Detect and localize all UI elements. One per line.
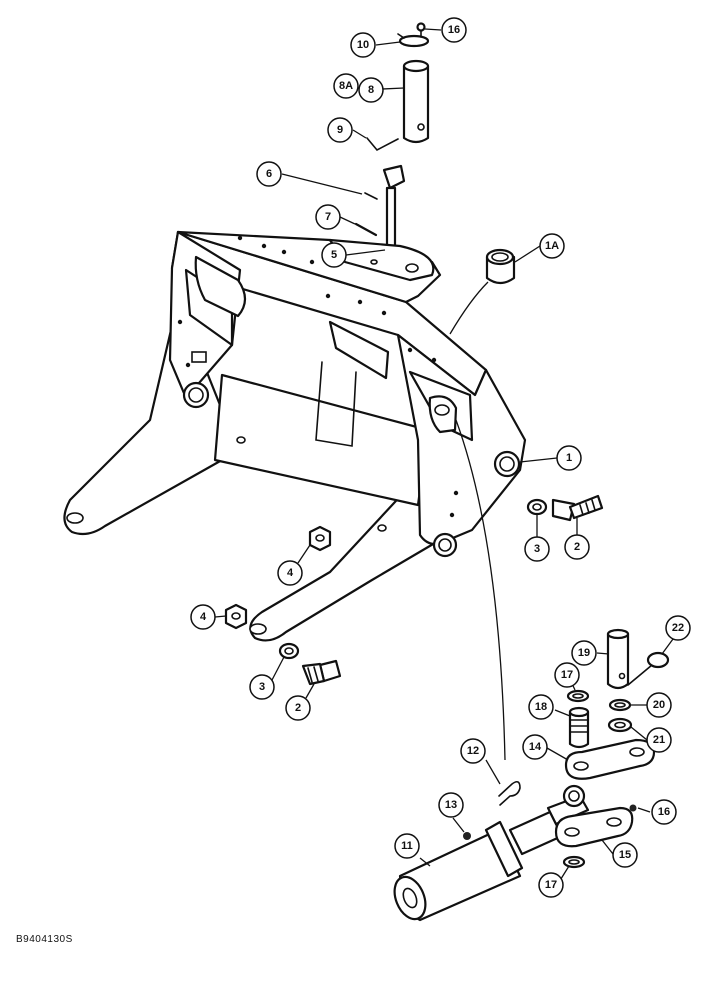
link-plate-14	[564, 738, 656, 780]
callout-11: 11	[394, 833, 420, 859]
callout-1: 1	[556, 445, 582, 471]
svg-text:1: 1	[566, 452, 572, 464]
washer-3-right	[526, 498, 548, 516]
svg-text:13: 13	[445, 799, 457, 811]
callout-18: 18	[528, 694, 554, 720]
callout-7: 7	[315, 204, 341, 230]
callout-8: 8	[358, 77, 384, 103]
figure-code: B9404130S	[16, 934, 73, 945]
hairpin-22	[627, 651, 670, 686]
svg-text:11: 11	[401, 840, 413, 852]
svg-text:18: 18	[535, 701, 547, 713]
svg-text:17: 17	[561, 669, 573, 681]
svg-text:4: 4	[200, 611, 207, 623]
svg-text:20: 20	[653, 699, 665, 711]
callout-9: 9	[327, 117, 353, 143]
svg-text:17: 17	[545, 879, 557, 891]
callout-17-upper: 17	[554, 662, 580, 688]
svg-text:2: 2	[574, 541, 580, 553]
callout-2-left: 2	[285, 695, 311, 721]
callout-8A: 8A	[333, 73, 359, 99]
snap-ring-17-lower	[562, 855, 586, 869]
svg-text:7: 7	[325, 211, 331, 223]
svg-text:22: 22	[672, 622, 684, 634]
bushing-1A	[449, 248, 516, 335]
spring-pin-6	[364, 192, 378, 200]
bolt-2-left	[301, 659, 342, 686]
svg-text:8: 8	[368, 84, 374, 96]
svg-text:14: 14	[529, 741, 542, 753]
svg-text:4: 4	[287, 567, 294, 579]
washer-21	[607, 717, 633, 733]
svg-text:3: 3	[534, 543, 540, 555]
drawbar-frame-1	[63, 230, 527, 761]
grease-fitting-16-bottom	[629, 804, 637, 812]
clip-pin-9	[366, 137, 399, 152]
grease-fitting-16-top	[416, 22, 426, 38]
callout-4-mid: 4	[277, 560, 303, 586]
retaining-ring-10	[397, 33, 430, 48]
svg-text:19: 19	[578, 647, 590, 659]
svg-text:9: 9	[337, 124, 343, 136]
snap-ring-17-upper	[566, 689, 590, 703]
callout-13: 13	[438, 792, 464, 818]
clip-12	[498, 780, 521, 806]
svg-text:6: 6	[266, 168, 272, 180]
bolt-2-right	[551, 494, 604, 522]
callout-2-right: 2	[564, 534, 590, 560]
svg-text:10: 10	[357, 39, 369, 51]
callout-10: 10	[350, 32, 376, 58]
callout-14: 14	[522, 734, 548, 760]
callout-4-left: 4	[190, 604, 216, 630]
callout-21: 21	[646, 727, 672, 753]
leader-lines	[214, 28, 674, 883]
bushing-18	[568, 706, 590, 749]
svg-text:12: 12	[467, 745, 479, 757]
callout-19: 19	[571, 640, 597, 666]
callout-16: 16	[441, 17, 467, 43]
svg-text:1A: 1A	[545, 240, 559, 252]
roll-pin-7	[354, 222, 378, 237]
callout-6: 6	[256, 161, 282, 187]
washer-20	[608, 698, 632, 712]
callout-22: 22	[665, 615, 691, 641]
callout-12: 12	[460, 738, 486, 764]
svg-text:16: 16	[448, 24, 460, 36]
nut-4-mid	[308, 525, 332, 552]
hydraulic-cylinder-11	[393, 784, 590, 922]
callout-3-right: 3	[524, 536, 550, 562]
svg-text:8A: 8A	[339, 80, 353, 92]
callout-20: 20	[646, 692, 672, 718]
callout-17-lower: 17	[538, 872, 564, 898]
nut-4-left	[224, 603, 248, 630]
callout-5: 5	[321, 242, 347, 268]
hitch-pin-8	[402, 59, 430, 144]
washer-3-left	[278, 642, 300, 660]
callout-16-lower: 16	[651, 799, 677, 825]
link-plate-15	[554, 806, 634, 848]
svg-text:3: 3	[259, 681, 265, 693]
grease-fitting-13	[463, 832, 471, 840]
svg-text:2: 2	[295, 702, 301, 714]
callout-3-left: 3	[249, 674, 275, 700]
svg-text:5: 5	[331, 249, 337, 261]
svg-text:16: 16	[658, 806, 670, 818]
pin-19	[606, 628, 630, 690]
callout-15: 15	[612, 842, 638, 868]
callout-1A: 1A	[539, 233, 565, 259]
svg-text:15: 15	[619, 849, 631, 861]
svg-text:21: 21	[653, 734, 665, 746]
